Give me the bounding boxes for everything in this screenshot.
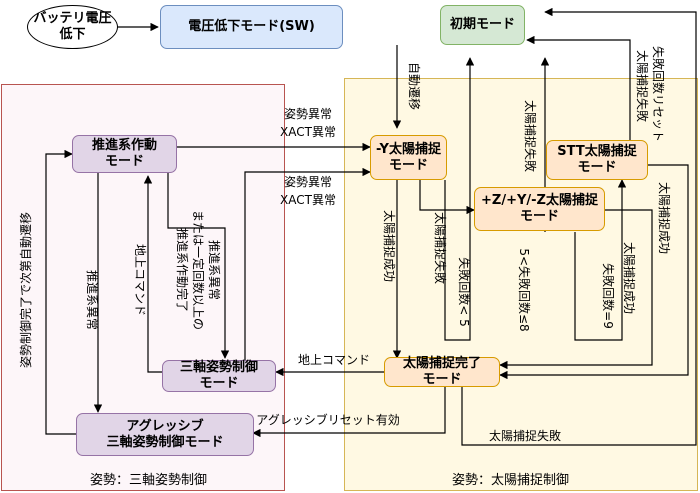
label-prop-complete-3: 推進系異常: [207, 240, 221, 300]
edge-pzy-suncomplete: [499, 209, 653, 370]
label-sun-success-2: 太陽捕捉成功: [622, 242, 637, 314]
edge-threeaxis-prop: [143, 175, 162, 373]
label-aggressive-reset: アグレッシブリセット有効: [256, 412, 399, 427]
label-fail-eq9: 失敗回数=9: [601, 263, 616, 329]
edge-aggressive-prop: [45, 149, 76, 435]
label-ground-cmd-2: 地上コマンド: [298, 353, 370, 367]
label-ground-cmd-1: 地上コマンド: [133, 244, 147, 316]
node-pzy-mode: +Z/+Y/-Z太陽捕捉 モード: [474, 187, 605, 231]
label-sun-fail-1: 太陽捕捉失敗: [433, 212, 448, 284]
label-fail-5to8: 5<失敗回数≤8: [517, 248, 532, 331]
node-aggressive-mode: アグレッシブ 三軸姿勢制御モード: [76, 413, 254, 456]
node-initial-mode: 初期モード: [440, 5, 525, 45]
region-caption-right: 姿勢：太陽捕捉制御: [452, 473, 570, 488]
edge-prop-threeaxis: [167, 172, 230, 359]
node-minus-y-mode: -Y太陽捕捉 モード: [370, 135, 447, 180]
region-caption-left: 姿勢：三軸姿勢制御: [90, 473, 208, 488]
edge-suncomplete-initial: [461, 7, 697, 446]
label-auto-transition: 自動遷移: [407, 62, 421, 110]
edge-stt-initial: [526, 35, 631, 140]
label-attitude-anomaly-2: 姿勢異常: [284, 174, 332, 189]
label-attitude-auto: 姿勢制御完了で次第自動遷移: [18, 212, 33, 368]
label-sun-fail-2: 太陽捕捉失敗: [523, 100, 538, 172]
node-battery-low: バッテリ電圧 低下: [27, 5, 118, 49]
label-fail-reset: 失敗回数リセット: [651, 46, 666, 142]
edge-pzy-stt: [574, 179, 627, 341]
edge-stt-suncomplete: [499, 164, 689, 380]
label-fail-lt5: 失敗回数< 5: [457, 257, 472, 327]
edge-minusy-initial: [444, 57, 475, 341]
label-prop-anomaly: 推進系異常: [85, 270, 99, 330]
label-prop-complete-2: または一定回数以上の: [191, 210, 206, 330]
node-low-voltage-mode: 電圧低下モード(SW): [160, 5, 343, 49]
edge-minusy-pzy: [419, 180, 475, 215]
edge-threeaxis-minus-y: [244, 167, 371, 360]
label-xact-anomaly-1: XACT異常: [280, 125, 336, 139]
label-sun-success-1: 太陽捕捉成功: [382, 210, 397, 282]
label-attitude-anomaly-1: 姿勢異常: [284, 106, 332, 121]
label-xact-anomaly-2: XACT異常: [280, 193, 336, 207]
label-prop-complete-1: 推進系作動完了: [175, 228, 190, 312]
label-sun-fail-stt: 太陽捕捉失敗: [635, 50, 650, 122]
node-propulsion-mode: 推進系作動 モード: [72, 135, 177, 173]
node-three-axis-mode: 三軸姿勢制御 モード: [162, 360, 276, 392]
edge-suncomplete-aggressive: [252, 385, 446, 438]
node-stt-mode: STT太陽捕捉 モード: [546, 140, 648, 180]
node-sun-complete-mode: 太陽捕捉完了 モード: [384, 356, 500, 387]
label-sun-success-stt: 太陽捕捉成功: [657, 182, 672, 254]
label-sun-fail-bottom: 太陽捕捉失敗: [489, 428, 561, 443]
